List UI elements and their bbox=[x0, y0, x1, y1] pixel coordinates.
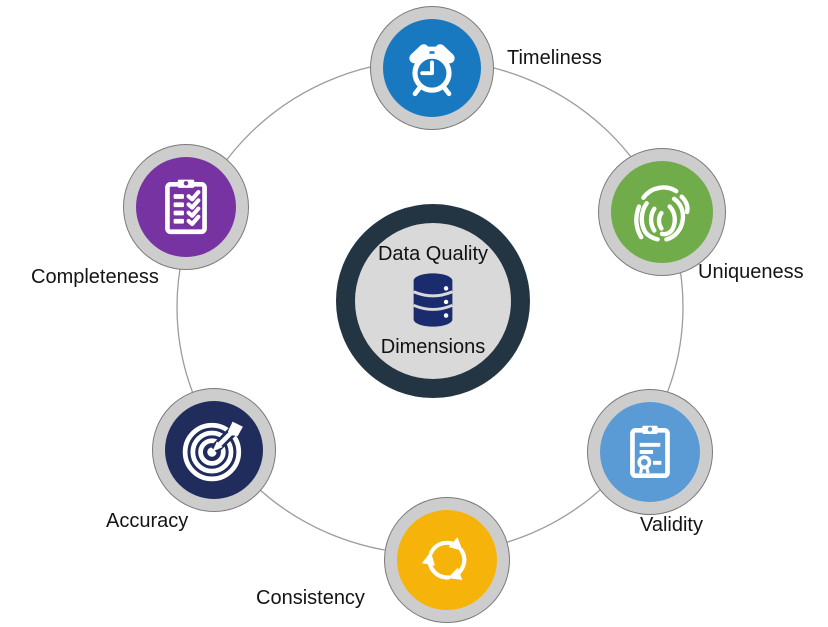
node-timeliness-disc bbox=[383, 19, 481, 117]
label-uniqueness: Uniqueness bbox=[698, 261, 804, 283]
center-hub: Data Quality Dimensions bbox=[336, 204, 530, 398]
node-timeliness bbox=[370, 6, 494, 130]
node-accuracy-disc bbox=[165, 401, 263, 499]
certificate-icon bbox=[630, 425, 670, 479]
node-uniqueness bbox=[598, 148, 726, 276]
node-uniqueness-disc bbox=[611, 161, 713, 263]
label-consistency: Consistency bbox=[256, 587, 365, 609]
cycle-arrows-icon bbox=[421, 537, 467, 580]
checklist-icon bbox=[165, 179, 207, 235]
node-validity bbox=[587, 389, 713, 515]
node-validity-disc bbox=[600, 402, 700, 502]
database-icon bbox=[404, 269, 462, 331]
label-accuracy: Accuracy bbox=[106, 510, 189, 532]
node-consistency-disc bbox=[397, 510, 497, 610]
node-completeness bbox=[123, 144, 249, 270]
fingerprint-icon bbox=[634, 185, 690, 242]
label-timeliness: Timeliness bbox=[507, 47, 602, 69]
node-completeness-disc bbox=[136, 157, 236, 257]
center-title-line1: Data Quality bbox=[377, 243, 489, 265]
node-consistency bbox=[384, 497, 510, 623]
label-completeness: Completeness bbox=[31, 266, 159, 288]
center-title-line2: Dimensions bbox=[380, 336, 486, 358]
alarm-clock-icon bbox=[409, 44, 455, 97]
target-arrow-icon bbox=[182, 418, 246, 482]
label-validity: Validity bbox=[640, 514, 703, 536]
node-accuracy bbox=[152, 388, 276, 512]
